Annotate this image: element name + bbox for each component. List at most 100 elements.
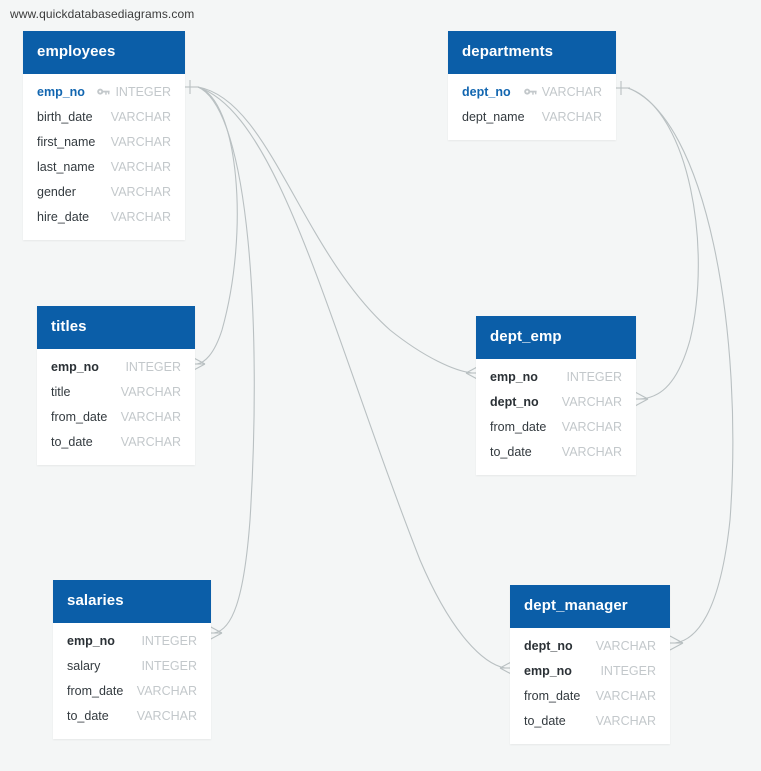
field-row[interactable]: to_date VARCHAR — [53, 704, 211, 729]
edge-employees-titles — [196, 86, 238, 365]
field-name: dept_no — [490, 395, 539, 409]
field-name: last_name — [37, 160, 95, 174]
field-row[interactable]: first_name VARCHAR — [23, 130, 185, 155]
field-name: to_date — [524, 714, 566, 728]
table-title[interactable]: titles — [37, 306, 195, 349]
field-name: emp_no — [490, 370, 538, 384]
field-row[interactable]: emp_no INTEGER — [23, 80, 185, 105]
field-name: dept_name — [462, 110, 525, 124]
field-type: VARCHAR — [110, 110, 171, 124]
field-type: VARCHAR — [110, 160, 171, 174]
field-type: VARCHAR — [110, 185, 171, 199]
field-name: first_name — [37, 135, 96, 149]
field-name: emp_no — [51, 360, 99, 374]
table-title[interactable]: salaries — [53, 580, 211, 623]
table-title[interactable]: dept_emp — [476, 316, 636, 359]
field-name: salary — [67, 659, 101, 673]
table-fields: emp_no INTEGER title VARCHAR from_date V… — [37, 349, 195, 465]
table-fields: emp_no INTEGER birth_date VARCHAR — [23, 74, 185, 240]
table-departments[interactable]: departments dept_no VARCHAR dept_nam — [448, 31, 616, 140]
field-type: INTEGER — [141, 634, 197, 648]
cardinality-many-dept-emp-dept-no — [634, 391, 649, 407]
field-row[interactable]: from_date VARCHAR — [37, 405, 195, 430]
field-type: VARCHAR — [595, 689, 656, 703]
cardinality-many-dept-manager-dept-no — [669, 635, 684, 651]
field-type: VARCHAR — [595, 714, 656, 728]
field-name: emp_no — [37, 85, 85, 99]
field-row[interactable]: dept_no VARCHAR — [476, 390, 636, 415]
field-name: hire_date — [37, 210, 90, 224]
field-row[interactable]: last_name VARCHAR — [23, 155, 185, 180]
field-type: VARCHAR — [541, 85, 602, 99]
field-row[interactable]: to_date VARCHAR — [510, 709, 670, 734]
edge-employees-dept-emp — [197, 86, 473, 374]
field-row[interactable]: title VARCHAR — [37, 380, 195, 405]
field-type: VARCHAR — [561, 420, 622, 434]
field-row[interactable]: to_date VARCHAR — [37, 430, 195, 455]
field-row[interactable]: from_date VARCHAR — [510, 684, 670, 709]
field-name: from_date — [490, 420, 547, 434]
field-row[interactable]: emp_no INTEGER — [53, 629, 211, 654]
field-row[interactable]: emp_no INTEGER — [476, 365, 636, 390]
field-name: birth_date — [37, 110, 93, 124]
field-name: emp_no — [67, 634, 115, 648]
table-fields: dept_no VARCHAR emp_no INTEGER from_date… — [510, 628, 670, 744]
field-row[interactable]: salary INTEGER — [53, 654, 211, 679]
field-type: INTEGER — [115, 85, 171, 99]
field-row[interactable]: from_date VARCHAR — [476, 415, 636, 440]
field-row[interactable]: emp_no INTEGER — [510, 659, 670, 684]
field-type: VARCHAR — [541, 110, 602, 124]
field-type: VARCHAR — [561, 395, 622, 409]
field-row[interactable]: birth_date VARCHAR — [23, 105, 185, 130]
field-row[interactable]: emp_no INTEGER — [37, 355, 195, 380]
field-name: emp_no — [524, 664, 572, 678]
table-fields: emp_no INTEGER dept_no VARCHAR from_date… — [476, 359, 636, 475]
field-name: to_date — [51, 435, 93, 449]
field-row[interactable]: hire_date VARCHAR — [23, 205, 185, 230]
field-row[interactable]: gender VARCHAR — [23, 180, 185, 205]
cardinality-one-departments — [614, 81, 630, 95]
field-type: INTEGER — [600, 664, 656, 678]
watermark-url: www.quickdatabasediagrams.com — [10, 7, 195, 21]
field-name: dept_no — [462, 85, 511, 99]
table-titles[interactable]: titles emp_no INTEGER title VARCHAR from… — [37, 306, 195, 465]
field-type: VARCHAR — [595, 639, 656, 653]
field-type: VARCHAR — [136, 684, 197, 698]
field-type: VARCHAR — [110, 210, 171, 224]
field-row[interactable]: dept_no VARCHAR — [510, 634, 670, 659]
field-type: VARCHAR — [136, 709, 197, 723]
field-name: title — [51, 385, 71, 399]
field-name: gender — [37, 185, 76, 199]
table-dept-emp[interactable]: dept_emp emp_no INTEGER dept_no VARCHAR … — [476, 316, 636, 475]
table-fields: dept_no VARCHAR dept_name VARCHAR — [448, 74, 616, 140]
table-fields: emp_no INTEGER salary INTEGER from_date … — [53, 623, 211, 739]
table-employees[interactable]: employees emp_no INTEGER birth_date — [23, 31, 185, 240]
field-name: from_date — [524, 689, 581, 703]
key-icon — [97, 87, 111, 97]
table-title[interactable]: departments — [448, 31, 616, 74]
edge-employees-dept-manager — [197, 86, 506, 669]
field-type: VARCHAR — [120, 385, 181, 399]
field-row[interactable]: dept_name VARCHAR — [448, 105, 616, 130]
field-type: VARCHAR — [110, 135, 171, 149]
field-type: VARCHAR — [120, 435, 181, 449]
field-type: INTEGER — [141, 659, 197, 673]
table-salaries[interactable]: salaries emp_no INTEGER salary INTEGER f… — [53, 580, 211, 739]
field-row[interactable]: to_date VARCHAR — [476, 440, 636, 465]
field-name: from_date — [51, 410, 108, 424]
field-name: to_date — [67, 709, 109, 723]
edge-departments-dept-manager — [627, 87, 734, 644]
field-name: from_date — [67, 684, 124, 698]
cardinality-one-employees — [183, 80, 199, 94]
table-title[interactable]: employees — [23, 31, 185, 74]
edge-departments-dept-emp — [627, 87, 699, 400]
table-dept-manager[interactable]: dept_manager dept_no VARCHAR emp_no INTE… — [510, 585, 670, 744]
field-type: VARCHAR — [561, 445, 622, 459]
field-type: INTEGER — [125, 360, 181, 374]
field-row[interactable]: dept_no VARCHAR — [448, 80, 616, 105]
field-type: VARCHAR — [120, 410, 181, 424]
table-title[interactable]: dept_manager — [510, 585, 670, 628]
field-row[interactable]: from_date VARCHAR — [53, 679, 211, 704]
key-icon — [523, 87, 537, 97]
